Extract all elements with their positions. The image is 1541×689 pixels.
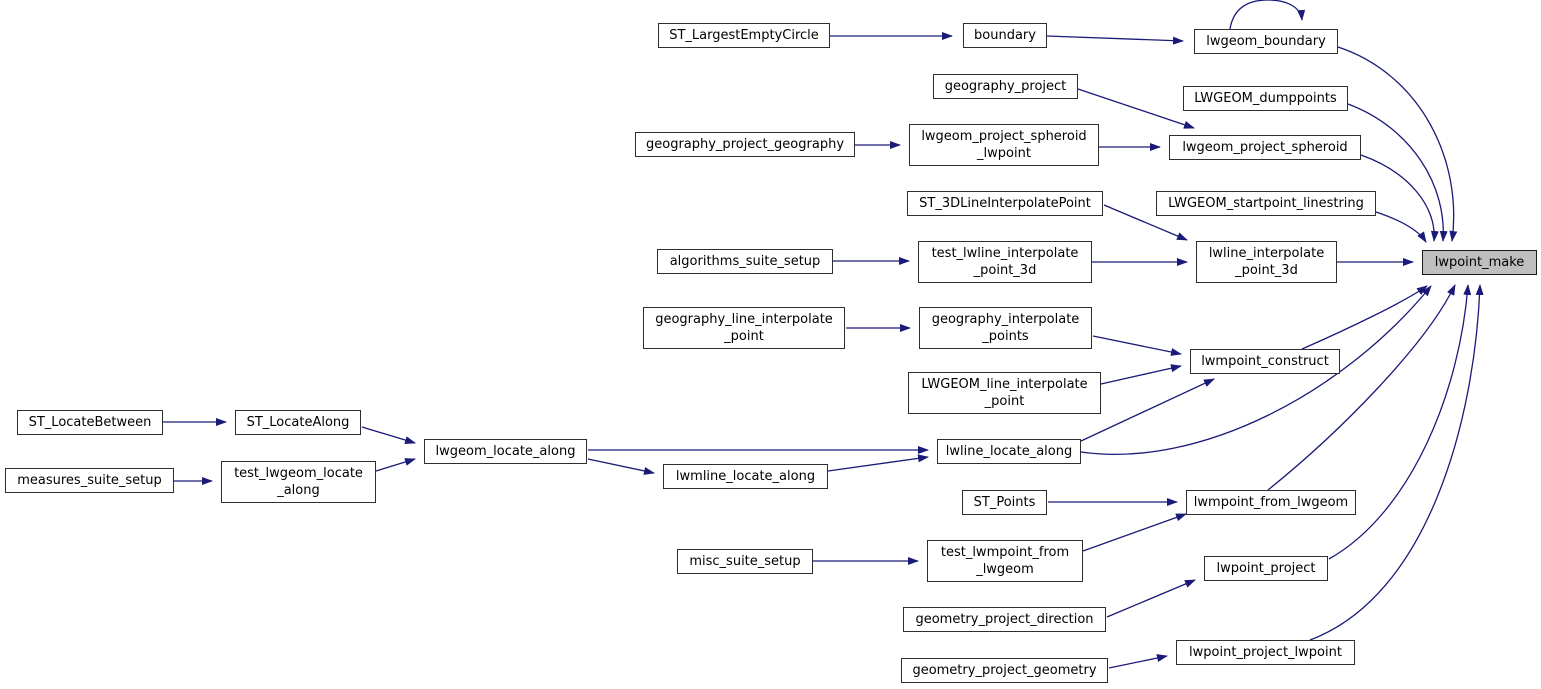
edge-LWGEOM-dumppoints-to-lwpoint-make: [1347, 103, 1448, 242]
edge-lwline-locate-along-to-lwpoint-make: [1080, 285, 1432, 456]
node-geography-project[interactable]: geography_project: [933, 74, 1078, 99]
node-algorithms-suite-setup[interactable]: algorithms_suite_setup: [657, 249, 833, 274]
edge-lwgeom-project-spheroid-to-lwpoint-make: [1360, 154, 1439, 242]
edge-lwgeom-boundary-to-lwgeom-boundary: [1229, 0, 1306, 30]
node-lwgeom-project-spheroid-lwpoint[interactable]: lwgeom_project_spheroid _lwpoint: [909, 124, 1099, 166]
node-lwmpoint-from-lwgeom[interactable]: lwmpoint_from_lwgeom: [1186, 490, 1356, 515]
node-lwgeom-locate-along[interactable]: lwgeom_locate_along: [424, 439, 587, 464]
node-lwmpoint-construct[interactable]: lwmpoint_construct: [1190, 349, 1340, 374]
node-lwmline-locate-along[interactable]: lwmline_locate_along: [663, 464, 828, 489]
node-ST-Points[interactable]: ST_Points: [962, 490, 1047, 515]
node-LWGEOM-line-interpolate-point[interactable]: LWGEOM_line_interpolate _point: [908, 372, 1101, 414]
node-test-lwmpoint-from-lwgeom[interactable]: test_lwmpoint_from _lwgeom: [927, 540, 1083, 582]
edge-lwmline-locate-along-to-lwline-locate-along: [827, 454, 929, 472]
node-lwline-interpolate-point-3d[interactable]: lwline_interpolate _point_3d: [1196, 241, 1337, 283]
edge-lwgeom-locate-along-to-lwmline-locate-along: [587, 458, 655, 475]
edge-lwpoint-project-to-lwpoint-make: [1328, 284, 1472, 560]
node-lwpoint-project-lwpoint[interactable]: lwpoint_project_lwpoint: [1176, 640, 1355, 665]
edge-boundary-to-lwgeom-boundary: [1046, 35, 1184, 45]
node-misc-suite-setup[interactable]: misc_suite_setup: [677, 549, 813, 574]
node-test-lwline-interpolate-point-3d[interactable]: test_lwline_interpolate _point_3d: [918, 241, 1092, 283]
edge-geography-interpolate-points-to-lwmpoint-construct: [1092, 335, 1182, 356]
node-lwpoint-project[interactable]: lwpoint_project: [1204, 556, 1328, 581]
edge-lwpoint-project-lwpoint-to-lwpoint-make: [1309, 284, 1484, 641]
node-ST-LargestEmptyCircle[interactable]: ST_LargestEmptyCircle: [658, 23, 830, 48]
node-ST-LocateBetween[interactable]: ST_LocateBetween: [17, 410, 163, 435]
edge-geometry-project-direction-to-lwpoint-project: [1106, 579, 1196, 618]
edge-test-lwgeom-locate-along-to-lwgeom-locate-along: [375, 458, 416, 472]
node-lwgeom-boundary[interactable]: lwgeom_boundary: [1194, 29, 1338, 54]
node-geography-interpolate-points[interactable]: geography_interpolate _points: [919, 307, 1092, 349]
node-geography-project-geography[interactable]: geography_project_geography: [635, 132, 855, 157]
edge-lwline-locate-along-to-lwmpoint-construct: [1080, 378, 1215, 442]
edge-LWGEOM-line-interpolate-point-to-lwmpoint-construct: [1100, 364, 1182, 385]
node-measures-suite-setup[interactable]: measures_suite_setup: [5, 468, 174, 493]
edge-ST-LocateAlong-to-lwgeom-locate-along: [361, 426, 416, 444]
node-geometry-project-geometry[interactable]: geometry_project_geometry: [901, 658, 1108, 683]
node-boundary[interactable]: boundary: [963, 23, 1047, 48]
edge-ST-3DLineInterpolatePoint-to-lwline-interpolate-point-3d: [1103, 204, 1188, 241]
node-lwgeom-project-spheroid[interactable]: lwgeom_project_spheroid: [1169, 135, 1361, 160]
edge-lwmpoint-from-lwgeom-to-lwpoint-make: [1267, 284, 1456, 491]
edge-LWGEOM-startpoint-linestring-to-lwpoint-make: [1375, 211, 1427, 243]
node-lwpoint-make: lwpoint_make: [1422, 250, 1537, 275]
edge-lwgeom-boundary-to-lwpoint-make: [1337, 46, 1458, 242]
node-lwline-locate-along[interactable]: lwline_locate_along: [937, 439, 1081, 464]
node-ST-3DLineInterpolatePoint[interactable]: ST_3DLineInterpolatePoint: [907, 191, 1103, 216]
edge-test-lwmpoint-from-lwgeom-to-lwmpoint-from-lwgeom: [1082, 513, 1187, 552]
node-LWGEOM-dumppoints[interactable]: LWGEOM_dumppoints: [1183, 86, 1348, 111]
edge-geometry-project-geometry-to-lwpoint-project-lwpoint: [1108, 654, 1168, 669]
node-test-lwgeom-locate-along[interactable]: test_lwgeom_locate _along: [221, 461, 376, 503]
node-geometry-project-direction[interactable]: geometry_project_direction: [903, 607, 1106, 632]
node-geography-line-interpolate-point[interactable]: geography_line_interpolate _point: [643, 307, 845, 349]
edge-lwmpoint-construct-to-lwpoint-make: [1301, 285, 1428, 350]
node-ST-LocateAlong[interactable]: ST_LocateAlong: [235, 410, 361, 435]
edge-geography-project-to-lwgeom-project-spheroid: [1077, 88, 1195, 129]
node-LWGEOM-startpoint-linestring[interactable]: LWGEOM_startpoint_linestring: [1156, 191, 1376, 216]
